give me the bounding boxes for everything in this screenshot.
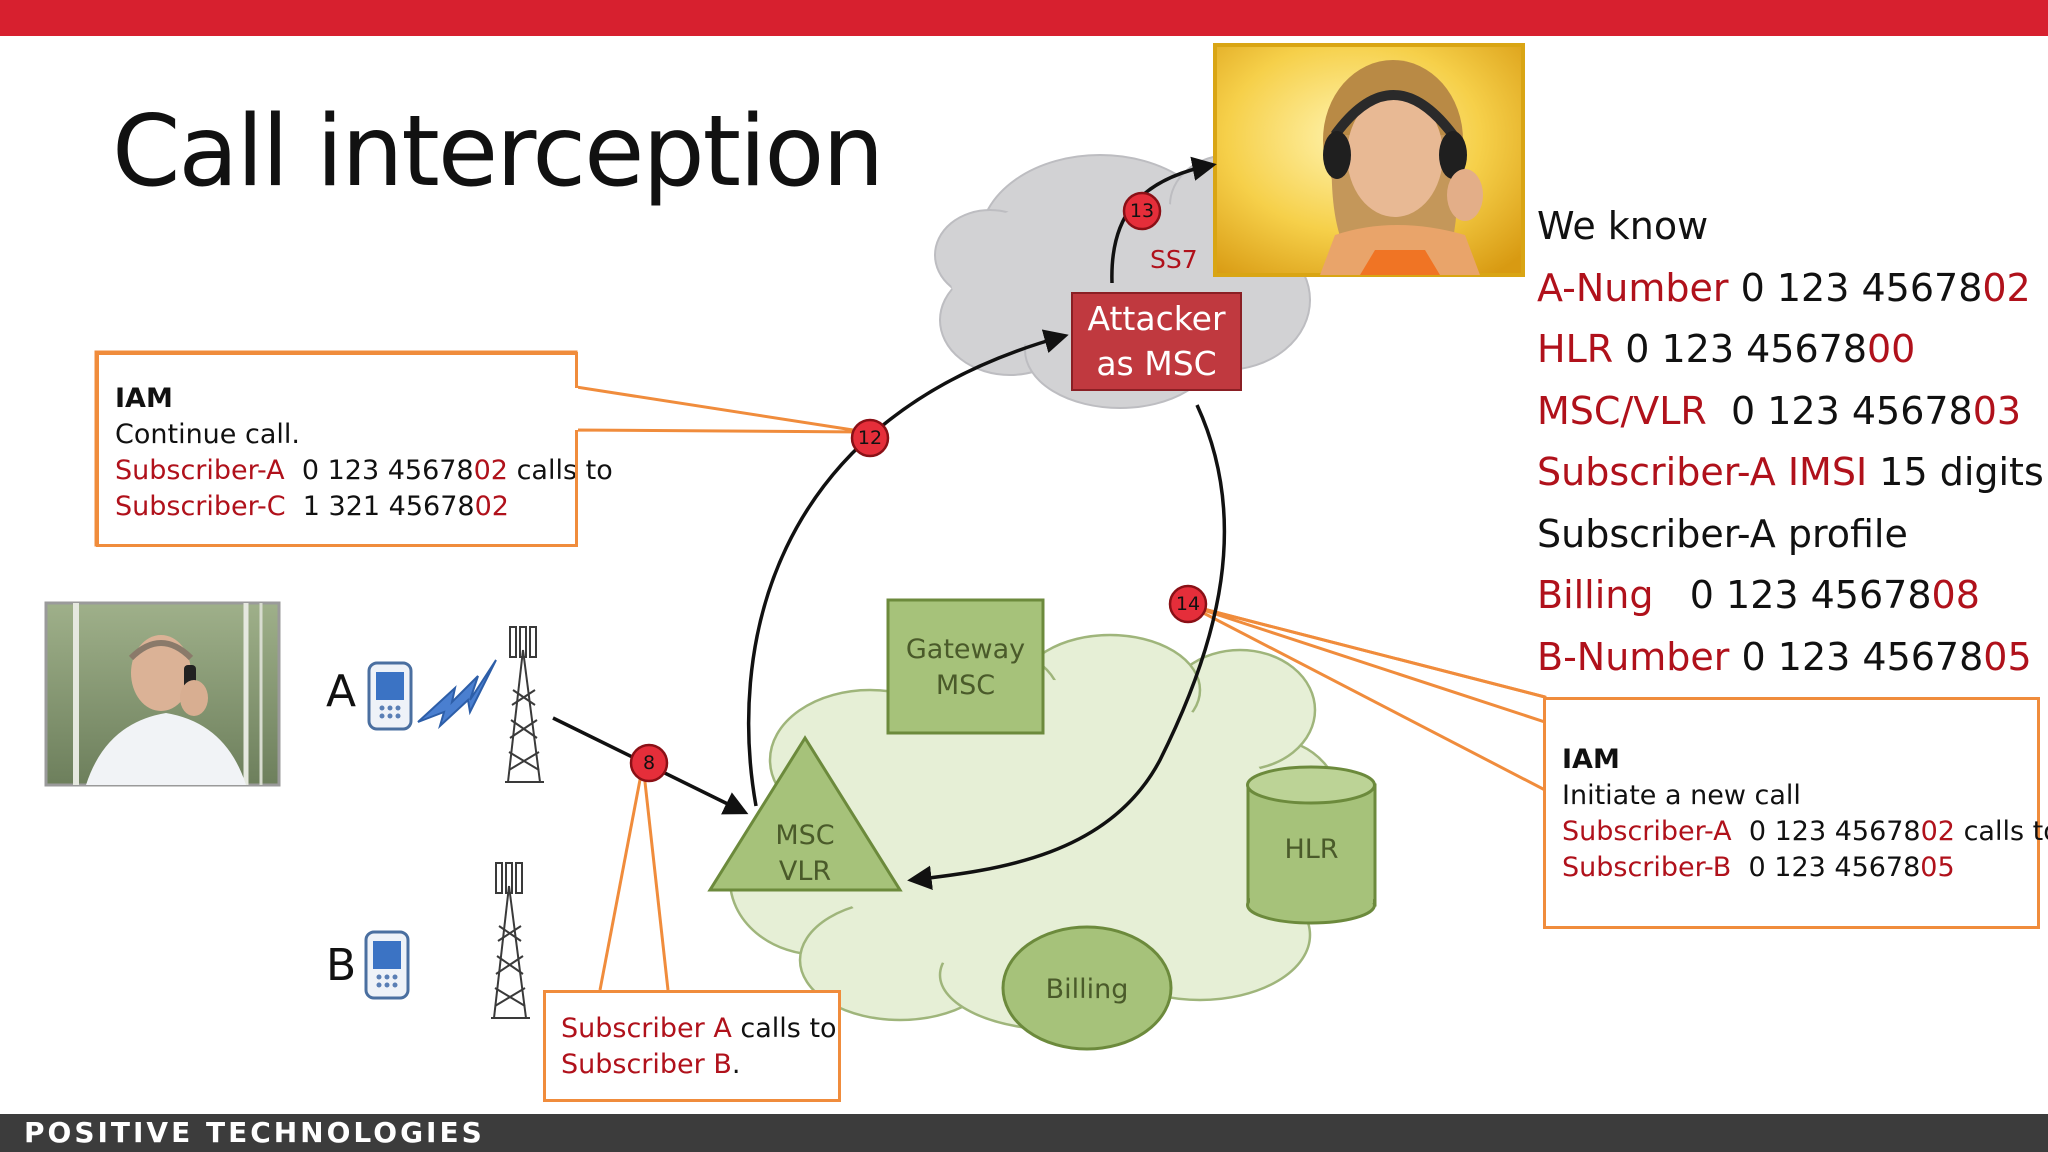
billing-number-label: Billing — [1537, 573, 1654, 617]
a-number-label: A-Number — [1537, 265, 1729, 310]
subscriber-a-number: 0 123 45678 — [301, 455, 474, 486]
callout-iam-continue-row2: Subscriber-C 1 321 4567802 — [115, 489, 578, 525]
callout-call-ab-line1: Subscriber A calls to — [561, 1011, 838, 1047]
gateway-label-line2: MSC — [935, 670, 996, 701]
msc-vlr-number-main: 0 123 45678 — [1730, 388, 1973, 433]
callout-iam-new-row1: Subscriber-A 0 123 4567802 calls to — [1562, 814, 2048, 850]
step-badges — [629, 191, 1208, 783]
b-number-main: 0 123 45678 — [1741, 634, 1984, 679]
phone-b-label: B — [326, 940, 357, 991]
phone-a-label: A — [326, 666, 357, 717]
step-badge-13: 13 — [1129, 200, 1155, 222]
subscriber-a-text: Subscriber A — [561, 1013, 732, 1044]
imsi-value: 15 digits — [1879, 450, 2044, 494]
period-text: . — [731, 1049, 741, 1080]
callout-iam-continue: IAM Continue call. Subscriber-A 0 123 45… — [96, 352, 613, 547]
attacker-label-line1: Attacker — [1087, 299, 1226, 338]
gateway-msc-label: Gateway MSC — [888, 632, 1043, 704]
gateway-label-line1: Gateway — [905, 634, 1026, 665]
callout-call-ab-line2: Subscriber B. — [561, 1047, 838, 1083]
subscriber-b-number-tail: 05 — [1920, 852, 1955, 883]
msc-vlr-line1: MSC — [775, 820, 835, 851]
msc-vlr-label: MSC VLR — [745, 818, 865, 890]
billing-node — [1001, 925, 1173, 1051]
imsi-label: Subscriber-A IMSI — [1537, 450, 1868, 494]
subscriber-b-text: Subscriber B — [561, 1049, 732, 1080]
hlr-number-tail: 00 — [1867, 327, 1916, 371]
we-know-hlr: HLR 0 123 4567800 — [1537, 319, 2044, 381]
subscriber-a-number-tail: 02 — [473, 455, 508, 486]
caller-photo — [44, 601, 281, 787]
gateway-msc-node — [886, 598, 1045, 735]
callout-iam-continue-heading: IAM — [115, 383, 173, 414]
slide-title: Call interception — [112, 95, 884, 209]
msc-vlr-number-tail: 03 — [1972, 388, 2022, 433]
we-know-billing: Billing 0 123 4567808 — [1537, 565, 2044, 627]
b-number-tail: 05 — [1983, 634, 2032, 679]
step-badge-12: 12 — [857, 427, 883, 449]
top-accent-bar — [0, 0, 2048, 36]
hlr-node — [1246, 765, 1377, 925]
bottom-brand-bar — [0, 1114, 2048, 1152]
msc-vlr-number-label: MSC/VLR — [1537, 388, 1707, 433]
tower-a-icon — [505, 626, 544, 783]
subscriber-b-number: 0 123 45678 — [1748, 852, 1921, 883]
subscriber-a-number-2: 0 123 45678 — [1748, 816, 1921, 847]
b-number-label: B-Number — [1537, 634, 1730, 679]
ss7-label: SS7 — [1150, 245, 1198, 274]
we-know-imsi: Subscriber-A IMSI 15 digits — [1537, 442, 2044, 504]
callout-iam-new-heading: IAM — [1562, 744, 1620, 775]
calls-to-text-3: calls to — [740, 1013, 837, 1044]
msc-vlr-node — [707, 735, 903, 892]
we-know-a-number: A-Number 0 123 4567802 — [1537, 258, 2044, 320]
hlr-label: HLR — [1284, 834, 1339, 865]
hlr-number-label: HLR — [1537, 327, 1614, 371]
attacker-label: Attacker as MSC — [1072, 296, 1241, 386]
radio-signal-icon — [417, 659, 497, 730]
profile-text: Subscriber-A profile — [1537, 511, 1908, 556]
listener-photo — [1213, 43, 1525, 277]
attacker-msc-node — [1071, 292, 1242, 391]
tower-b-icon — [491, 862, 530, 1019]
we-know-list: We know A-Number 0 123 4567802 HLR 0 123… — [1537, 196, 2044, 688]
calls-to-text: calls to — [516, 455, 613, 486]
subscriber-a-number-tail-2: 02 — [1920, 816, 1955, 847]
subscriber-c-number-tail: 02 — [474, 491, 509, 522]
billing-number-main: 0 123 45678 — [1689, 573, 1932, 617]
we-know-heading: We know — [1537, 204, 1709, 248]
a-number-main: 0 123 45678 — [1740, 265, 1983, 310]
callout-iam-new-row2: Subscriber-B 0 123 4567805 — [1562, 850, 2037, 886]
step-badge-8: 8 — [642, 752, 656, 774]
subscriber-b-label: Subscriber-B — [1562, 852, 1732, 883]
step-badge-14: 14 — [1175, 593, 1201, 615]
a-number-tail: 02 — [1982, 265, 2031, 310]
billing-label: Billing — [1045, 974, 1129, 1005]
subscriber-a-label-2: Subscriber-A — [1562, 816, 1732, 847]
subscriber-a-label: Subscriber-A — [115, 455, 285, 486]
callout-call-ab: Subscriber A calls to Subscriber B. — [543, 990, 841, 1102]
callout-iam-continue-line1: Continue call. — [115, 419, 300, 450]
msc-vlr-line2: VLR — [778, 856, 832, 887]
hlr-number-main: 0 123 45678 — [1625, 327, 1867, 371]
we-know-profile: Subscriber-A profile — [1537, 504, 2044, 566]
phone-b-graphic — [364, 930, 410, 1000]
phone-a-graphic — [367, 661, 413, 731]
subscriber-c-label: Subscriber-C — [115, 491, 286, 522]
callout-iam-new: IAM Initiate a new call Subscriber-A 0 1… — [1543, 697, 2048, 929]
brand-logo: POSITIVE TECHNOLOGIES — [24, 1116, 485, 1149]
callout-iam-new-line1: Initiate a new call — [1562, 780, 1801, 811]
we-know-msc-vlr: MSC/VLR 0 123 4567803 — [1537, 381, 2044, 443]
we-know-b-number: B-Number 0 123 4567805 — [1537, 627, 2044, 689]
subscriber-c-number: 1 321 45678 — [302, 491, 475, 522]
calls-to-text-2: calls to — [1963, 816, 2048, 847]
attacker-label-line2: as MSC — [1096, 344, 1217, 383]
callout-iam-continue-row1: Subscriber-A 0 123 4567802 calls to — [115, 453, 613, 489]
billing-number-tail: 08 — [1931, 573, 1980, 617]
